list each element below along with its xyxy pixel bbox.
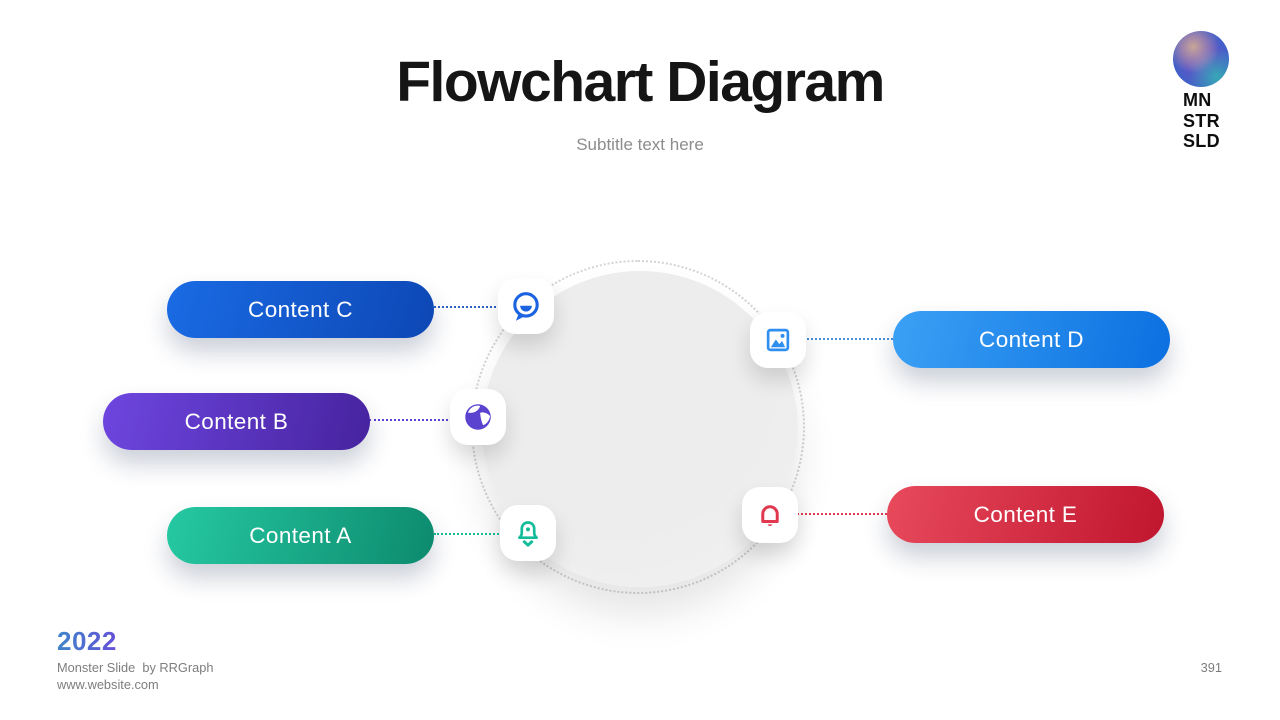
logo-sphere-icon — [1173, 31, 1229, 87]
connector-content-a — [434, 533, 502, 535]
globe-icon — [450, 389, 506, 445]
connector-content-c — [434, 306, 500, 308]
content-pill-d-label: Content D — [979, 326, 1084, 352]
image-icon — [750, 312, 806, 368]
content-pill-e-label: Content E — [973, 501, 1078, 527]
content-pill-c-label: Content C — [248, 296, 353, 322]
page-number: 391 — [1200, 660, 1222, 675]
connector-content-d — [804, 338, 893, 340]
content-pill-a: Content A — [167, 507, 434, 564]
connector-content-e — [797, 513, 887, 515]
content-pill-a-label: Content A — [249, 522, 352, 548]
footer-website: www.website.com — [57, 677, 159, 692]
content-pill-b-label: Content B — [184, 408, 289, 434]
logo-line-2: STR — [1183, 110, 1220, 131]
content-pill-c: Content C — [167, 281, 434, 338]
content-pill-d: Content D — [893, 311, 1170, 368]
footer-credit: Monster Slide by RRGraph — [57, 660, 214, 675]
page-subtitle: Subtitle text here — [576, 135, 704, 154]
logo-line-3: SLD — [1183, 131, 1220, 151]
bell-subscribe-icon — [500, 505, 556, 561]
footer-year: 2022 — [57, 626, 117, 656]
bell-icon — [742, 487, 798, 543]
logo-wordmark: MN STR SLD — [1183, 90, 1220, 152]
logo-line-1: MN — [1183, 90, 1212, 110]
chat-bubble-icon — [498, 278, 554, 334]
page-title: Flowchart Diagram — [396, 50, 885, 114]
content-pill-b: Content B — [103, 393, 370, 450]
content-pill-e: Content E — [887, 486, 1164, 543]
connector-content-b — [369, 419, 452, 421]
